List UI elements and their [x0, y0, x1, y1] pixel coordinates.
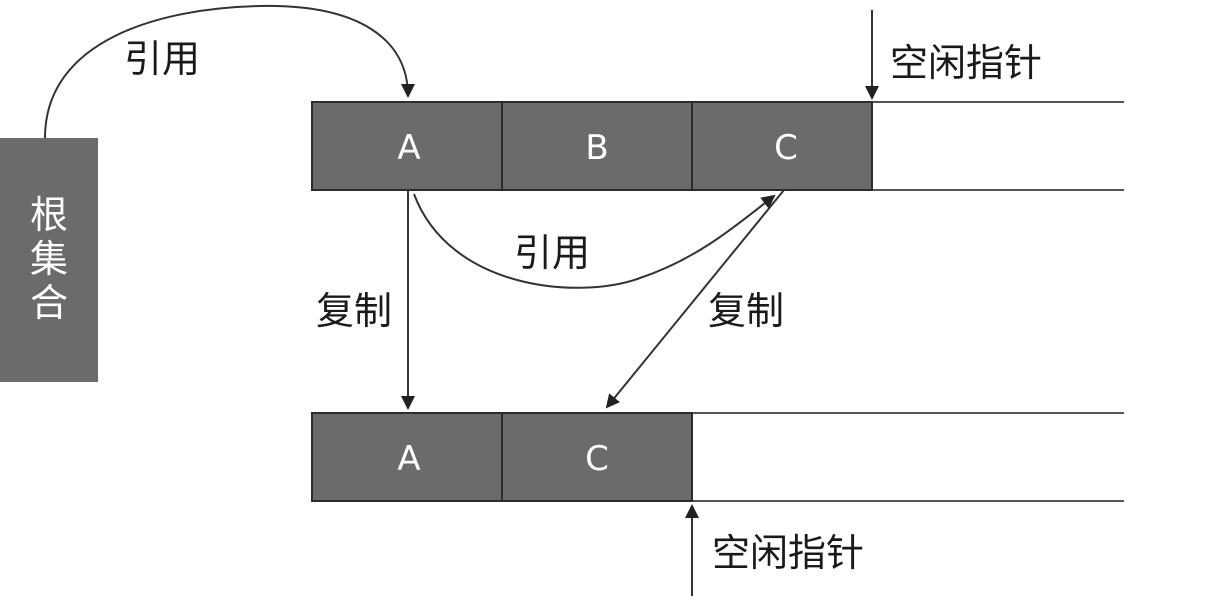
root-ref-edge: 引用 [44, 4, 415, 139]
copy-a-label: 复制 [316, 289, 392, 333]
from-free-pointer: 空闲指针 [865, 10, 1042, 100]
from-cell-b-label: B [585, 128, 608, 168]
from-cell-b [501, 101, 693, 191]
to-cell-c [501, 412, 693, 502]
from-cell-c [691, 101, 873, 191]
from-free-pointer-label: 空闲指针 [890, 41, 1042, 85]
to-cell-c-label: C [585, 439, 609, 479]
from-space: A B C [311, 101, 1124, 191]
root-ref-arrow [44, 4, 415, 139]
root-set: 根 集 合 [0, 138, 98, 382]
to-free-pointer: 空闲指针 [685, 504, 864, 596]
copy-c-arrow [605, 189, 785, 409]
copy-a-edge: 复制 [316, 190, 415, 410]
to-cell-a-label: A [397, 439, 420, 479]
from-cell-a-label: A [397, 128, 420, 168]
a-to-c-ref-label: 引用 [514, 231, 590, 275]
copy-c-edge: 复制 [605, 189, 785, 409]
from-cell-a [311, 101, 503, 191]
a-to-c-ref-arrow [413, 193, 776, 289]
root-set-char-1: 根 [30, 193, 68, 237]
root-set-char-2: 集 [30, 237, 68, 281]
from-cell-c-label: C [774, 128, 798, 168]
a-to-c-ref-edge: 引用 [413, 193, 776, 289]
to-free-pointer-label: 空闲指针 [712, 531, 864, 575]
to-space: A C [311, 412, 1124, 502]
root-ref-label: 引用 [124, 37, 200, 81]
root-set-box [0, 138, 98, 382]
copy-c-label: 复制 [708, 289, 784, 333]
root-set-char-3: 合 [30, 281, 68, 325]
